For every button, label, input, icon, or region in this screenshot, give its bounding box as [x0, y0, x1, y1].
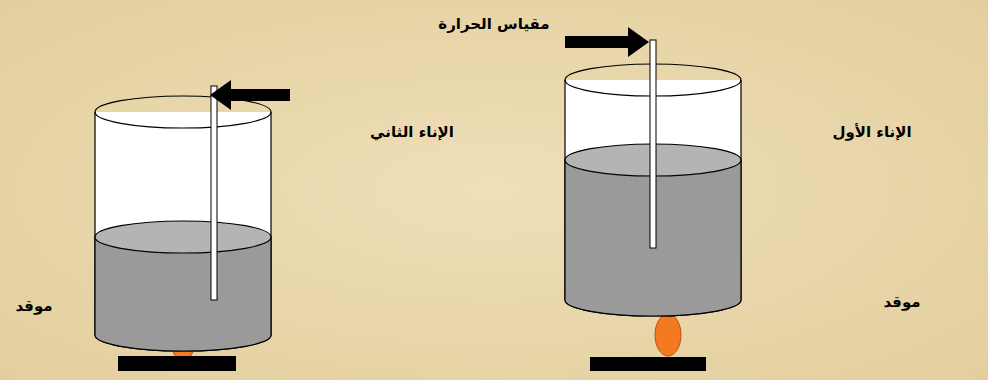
arrow-head: [628, 27, 649, 57]
thermometer: [650, 40, 656, 248]
arrow-head: [210, 80, 231, 110]
vessel-label: الإناء الأول: [832, 123, 911, 141]
first-vessel: [565, 27, 741, 371]
liquid-surface: [95, 221, 271, 253]
thermometer: [211, 86, 217, 300]
arrow-shaft: [565, 36, 629, 48]
burner-label: موقد: [15, 297, 52, 315]
burner-base: [118, 356, 236, 371]
thermometer-label: مقياس الحرارة: [438, 15, 549, 33]
arrow-shaft: [229, 89, 290, 101]
second-vessel: [95, 80, 290, 371]
flame: [655, 314, 681, 356]
liquid: [95, 237, 271, 351]
burner-base: [590, 357, 706, 371]
burner-label: موقد: [883, 293, 920, 311]
vessel-body: [95, 112, 271, 351]
vessel-label: الإناء الثاني: [370, 123, 454, 141]
